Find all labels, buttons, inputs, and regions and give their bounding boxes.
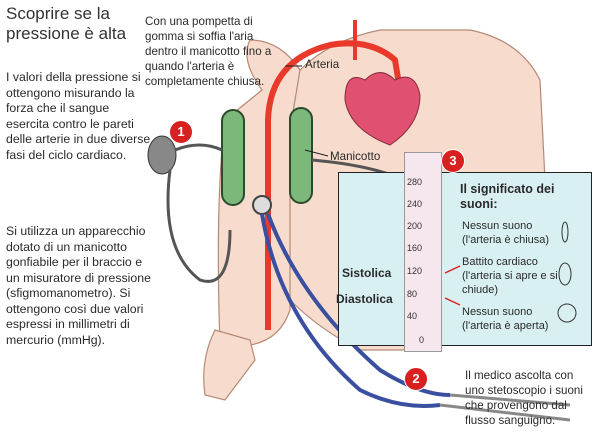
tick-label: 280 xyxy=(407,177,423,187)
sphygmomanometer-scale: 280 240 200 160 120 80 40 0 xyxy=(404,152,442,352)
cuff-left xyxy=(221,109,245,206)
artery-closed-icon xyxy=(561,221,569,243)
heart xyxy=(344,72,421,146)
cuff-right xyxy=(289,107,313,204)
artery-partial-icon xyxy=(558,262,572,286)
artery-open-icon xyxy=(557,303,577,323)
legend-item-heartbeat: Battito cardiaco (l'arteria si apre e si… xyxy=(462,256,558,296)
step-1-badge: 1 xyxy=(169,120,193,144)
tick-label: 120 xyxy=(407,266,423,276)
step2-note: Il medico ascolta con uno stetoscopio i … xyxy=(465,369,583,427)
step-3-badge: 3 xyxy=(441,149,465,173)
step-2-badge: 2 xyxy=(404,367,428,391)
legend-panel xyxy=(338,172,592,346)
legend-item-open: Nessun suono (l'arteria è aperta) xyxy=(462,306,549,332)
manicotto-label: Manicotto xyxy=(330,150,381,163)
tick-label: 80 xyxy=(407,289,418,299)
legend-item-closed: Nessun suono (l'arteria è chiusa) xyxy=(462,220,550,246)
systolic-arrow-icon xyxy=(444,265,461,274)
step1-note: Con una pompetta di gomma si soffia l'ar… xyxy=(145,15,272,88)
pump-bulb-icon xyxy=(147,135,177,175)
intro-text-2: Si utilizza un apparecchio dotato di un … xyxy=(6,224,151,347)
arteria-label: Arteria xyxy=(305,58,340,71)
tick-label: 40 xyxy=(407,311,418,321)
sistolica-label: Sistolica xyxy=(342,266,392,280)
tick-label: 240 xyxy=(407,199,423,209)
diastolic-arrow-icon xyxy=(444,297,461,306)
stethoscope-earpieces xyxy=(439,393,571,422)
stethoscope-tubes xyxy=(260,213,451,408)
pump-tube xyxy=(166,143,232,283)
stethoscope-chestpiece-icon xyxy=(252,195,272,215)
artery xyxy=(265,40,403,330)
tick-label: 0 xyxy=(419,335,425,345)
manicotto-leader xyxy=(304,149,329,157)
page-title: Scoprire se la pressione è alta xyxy=(6,4,127,43)
hand xyxy=(203,329,256,401)
intro-text: I valori della pressione si ottengono mi… xyxy=(6,70,151,162)
diastolica-label: Diastolica xyxy=(336,292,393,306)
tick-label: 200 xyxy=(407,221,423,231)
legend-icons xyxy=(444,221,577,323)
tick-label: 160 xyxy=(407,243,423,253)
legend-title: Il significato dei suoni: xyxy=(460,182,555,211)
